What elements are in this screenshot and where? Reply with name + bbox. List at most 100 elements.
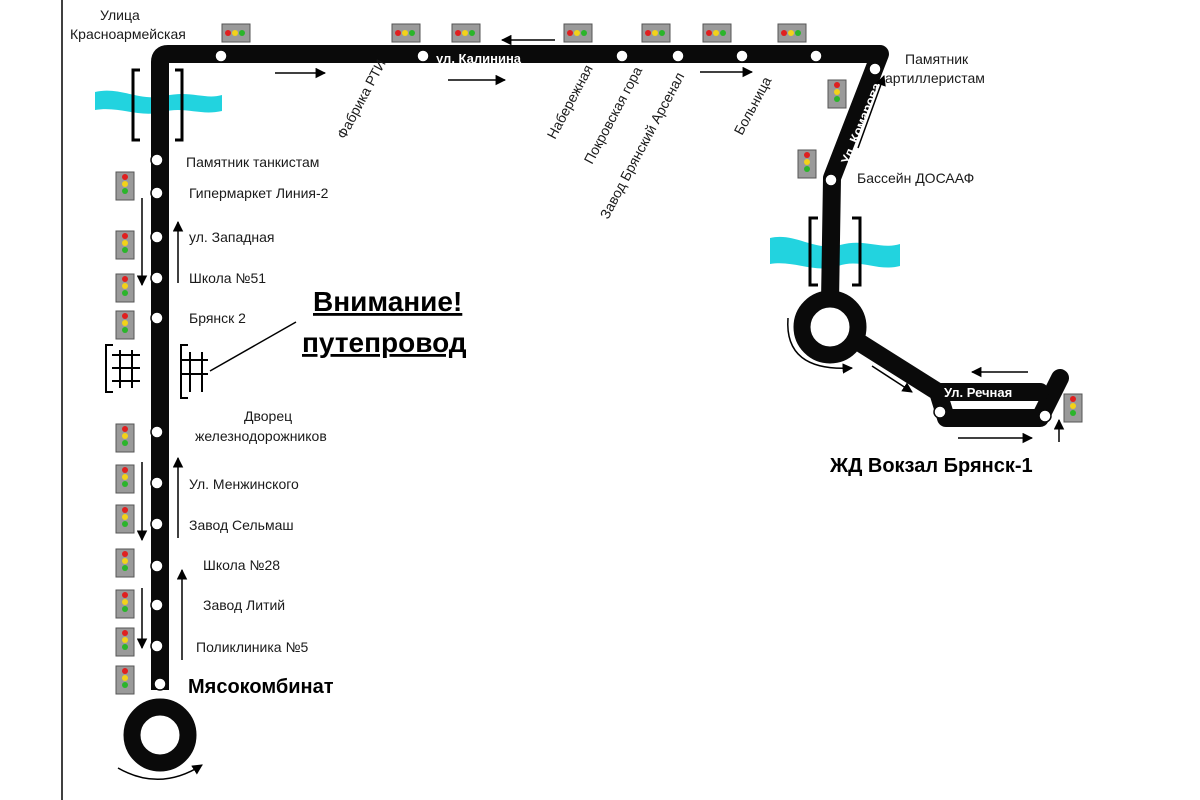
- traffic-light-icon: [115, 423, 135, 453]
- label-shkola28: Школа №28: [203, 557, 280, 573]
- station-naberezhnaya[interactable]: [615, 49, 629, 63]
- arrow-5: [857, 75, 886, 149]
- traffic-light-icon: [797, 149, 817, 179]
- label-tankistam: Памятник танкистам: [186, 154, 319, 170]
- label-litiy: Завод Литий: [203, 597, 285, 613]
- traffic-light-lamp: [122, 521, 128, 527]
- traffic-light-lamp: [395, 30, 401, 36]
- traffic-light-lamp: [462, 30, 468, 36]
- station-tankistam[interactable]: [150, 153, 164, 167]
- traffic-light-lamp: [574, 30, 580, 36]
- traffic-light-lamp: [122, 668, 128, 674]
- traffic-light-icon: [115, 171, 135, 201]
- label-naberezhnaya: Набережная: [544, 62, 596, 141]
- label-arsenal: Завод Брянский Арсенал: [597, 70, 688, 222]
- direction-arrows: [117, 34, 1065, 780]
- label-artill-2: артиллеристам: [885, 70, 985, 86]
- station-shkola28[interactable]: [150, 559, 164, 573]
- overpass-symbol-left: [105, 344, 140, 393]
- traffic-light-lamp: [713, 30, 719, 36]
- station-shkola51[interactable]: [150, 271, 164, 285]
- label-poliklinika: Поликлиника №5: [196, 639, 308, 655]
- traffic-light-lamp: [834, 96, 840, 102]
- station-rti[interactable]: [416, 49, 430, 63]
- traffic-light-lamp: [455, 30, 461, 36]
- traffic-light-lamp: [706, 30, 712, 36]
- street-kalinina: ул. Калинина: [436, 51, 522, 66]
- traffic-light-lamp: [652, 30, 658, 36]
- overpass-pointer: [209, 321, 297, 372]
- traffic-light-lamp: [122, 440, 128, 446]
- station-litiy[interactable]: [150, 598, 164, 612]
- traffic-light-lamp: [122, 507, 128, 513]
- traffic-light-lamp: [834, 82, 840, 88]
- traffic-light-lamp: [645, 30, 651, 36]
- traffic-light-lamp: [122, 514, 128, 520]
- arrow-12: [871, 365, 913, 393]
- station-dosaaf[interactable]: [824, 173, 838, 187]
- station-pokrovskaya[interactable]: [671, 49, 685, 63]
- traffic-light-lamp: [122, 558, 128, 564]
- traffic-light-lamp: [122, 240, 128, 246]
- label-bryansk2: Брянск 2: [189, 310, 246, 326]
- traffic-light-lamp: [122, 592, 128, 598]
- label-liniya2: Гипермаркет Линия-2: [189, 185, 329, 201]
- station-poliklinika[interactable]: [150, 639, 164, 653]
- station-vokzal-a[interactable]: [933, 405, 947, 419]
- station-selmash[interactable]: [150, 517, 164, 531]
- label-bolnitsa: Больница: [731, 74, 775, 138]
- traffic-light-lamp: [122, 467, 128, 473]
- traffic-light-icon: [115, 589, 135, 619]
- label-artill-1: Памятник: [905, 51, 969, 67]
- label-dvorets-2: железнодорожников: [195, 428, 327, 444]
- station-arsenal[interactable]: [735, 49, 749, 63]
- traffic-light-lamp: [567, 30, 573, 36]
- traffic-light-lamp: [402, 30, 408, 36]
- station-zapadnaya[interactable]: [150, 230, 164, 244]
- station-artill[interactable]: [868, 62, 882, 76]
- traffic-light-lamp: [804, 159, 810, 165]
- station-krasnoarm[interactable]: [214, 49, 228, 63]
- traffic-light-icon: [115, 665, 135, 695]
- bridge-west: [131, 68, 184, 142]
- terminal-east: ЖД Вокзал Брянск-1: [829, 455, 1033, 477]
- station-vokzal-b[interactable]: [1038, 409, 1052, 423]
- station-dvorets[interactable]: [150, 425, 164, 439]
- traffic-light-icon: [115, 273, 135, 303]
- traffic-light-icon: [115, 310, 135, 340]
- station-bryansk2[interactable]: [150, 311, 164, 325]
- traffic-light-lamp: [122, 474, 128, 480]
- label-zapadnaya: ул. Западная: [189, 229, 275, 245]
- traffic-light-icon: [1063, 393, 1083, 423]
- traffic-light-lamp: [804, 152, 810, 158]
- station-bolnitsa[interactable]: [809, 49, 823, 63]
- station-myasokombinat[interactable]: [153, 677, 167, 691]
- traffic-light-lamp: [122, 599, 128, 605]
- station-liniya2[interactable]: [150, 186, 164, 200]
- traffic-light-icon: [221, 23, 251, 43]
- traffic-light-lamp: [409, 30, 415, 36]
- traffic-light-lamp: [122, 606, 128, 612]
- traffic-light-lamp: [122, 283, 128, 289]
- warning-line1: Внимание!: [313, 286, 462, 317]
- label-shkola51: Школа №51: [189, 270, 266, 286]
- traffic-light-icon: [115, 464, 135, 494]
- traffic-light-lamp: [1070, 403, 1076, 409]
- traffic-light-lamp: [659, 30, 665, 36]
- traffic-light-lamp: [122, 276, 128, 282]
- station-menzhinskogo[interactable]: [150, 476, 164, 490]
- traffic-light-lamp: [122, 644, 128, 650]
- label-krasnoarm-2: Красноармейская: [70, 26, 186, 42]
- label-rti: Фабрика РТИ: [334, 57, 389, 142]
- route-line-east-loop: [837, 325, 1069, 427]
- traffic-light-lamp: [122, 481, 128, 487]
- traffic-light-lamp: [122, 682, 128, 688]
- terminal-south: Мясокомбинат: [188, 676, 334, 698]
- traffic-light-lamp: [122, 433, 128, 439]
- traffic-light-lamp: [122, 313, 128, 319]
- traffic-light-lamp: [239, 30, 245, 36]
- traffic-lights: [115, 23, 1083, 695]
- label-menzhinskogo: Ул. Менжинского: [189, 476, 299, 492]
- label-krasnoarm-1: Улица: [100, 7, 140, 23]
